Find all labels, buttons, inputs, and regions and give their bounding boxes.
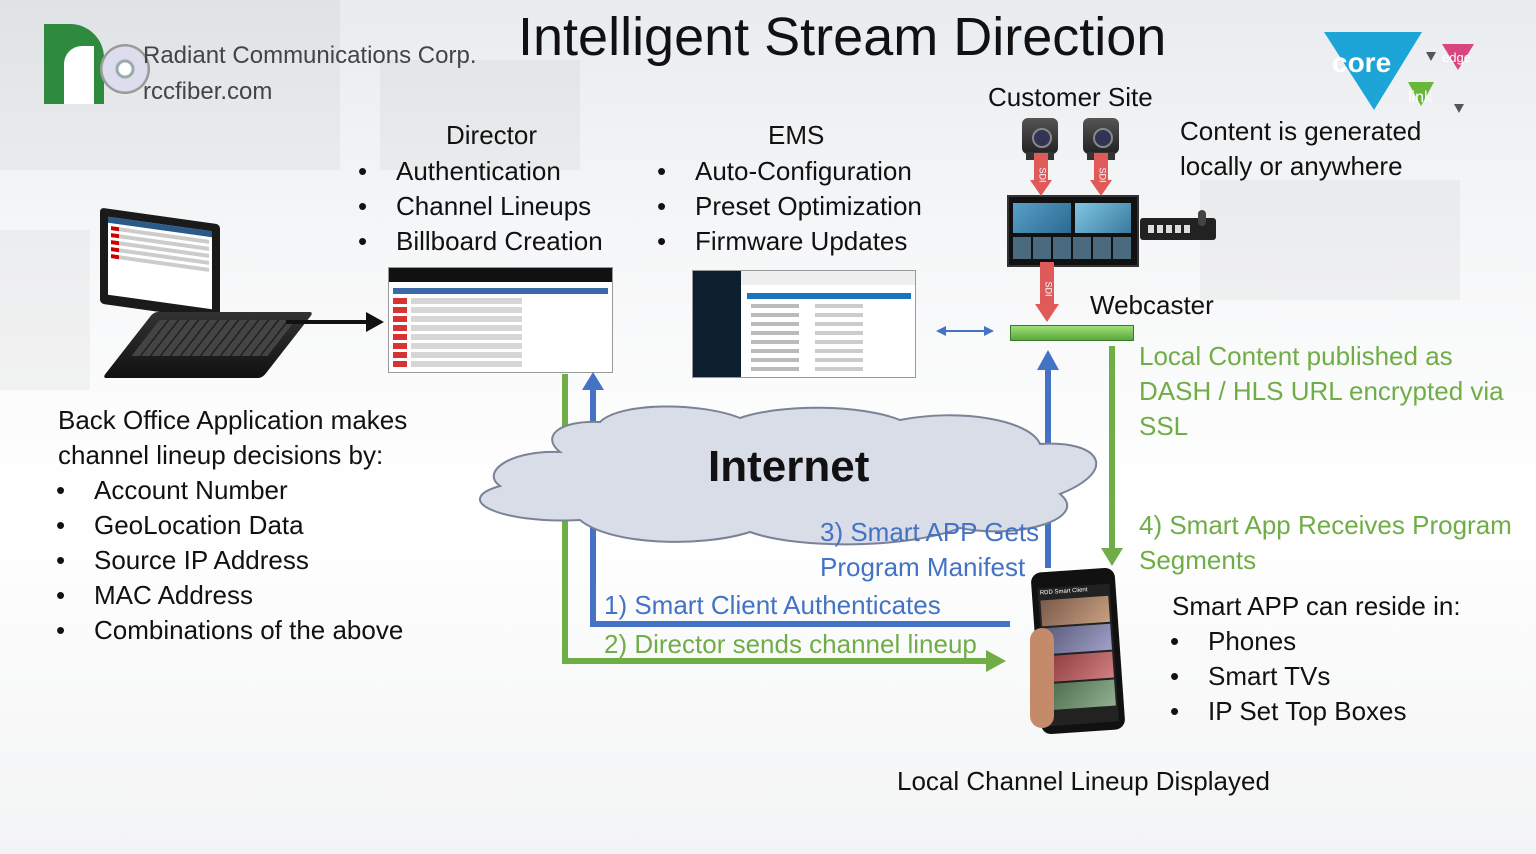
arrow-head bbox=[366, 312, 384, 332]
list-item: Smart TVs bbox=[1170, 659, 1407, 694]
corelink-logo: core edge link bbox=[1322, 22, 1492, 122]
customer-site-note: Content is generated locally or anywhere bbox=[1180, 114, 1421, 184]
webcaster-device bbox=[1010, 325, 1134, 341]
list-item: Authentication bbox=[358, 154, 603, 189]
sdi-arrow bbox=[1034, 153, 1048, 183]
internet-cloud bbox=[478, 405, 1098, 546]
list-item: GeoLocation Data bbox=[56, 508, 403, 543]
local-content-line: DASH / HLS URL encrypted via bbox=[1139, 376, 1504, 406]
step3-line: 3) Smart APP Gets bbox=[820, 517, 1040, 547]
corelink-link-text: link bbox=[1408, 89, 1433, 106]
director-heading: Director bbox=[446, 120, 538, 150]
step3-text: 3) Smart APP Gets Program Manifest bbox=[820, 515, 1039, 585]
smart-app-list: Phones Smart TVs IP Set Top Boxes bbox=[1170, 624, 1407, 729]
list-item: Channel Lineups bbox=[358, 189, 603, 224]
step3-line: Program Manifest bbox=[820, 552, 1026, 582]
footer-caption: Local Channel Lineup Displayed bbox=[897, 766, 1270, 796]
ems-screenshot bbox=[692, 270, 916, 378]
webcaster-label: Webcaster bbox=[1090, 290, 1214, 320]
back-office-list: Account Number GeoLocation Data Source I… bbox=[56, 473, 403, 648]
back-office-line: Back Office Application makes bbox=[58, 405, 408, 435]
corelink-logo-shape: core edge link bbox=[1324, 32, 1474, 113]
step4-text: 4) Smart App Receives Program Segments bbox=[1139, 508, 1512, 578]
sdi-arrow bbox=[1094, 153, 1108, 183]
list-item: MAC Address bbox=[56, 578, 403, 613]
local-content-line: SSL bbox=[1139, 411, 1189, 441]
sdi-label: SDI bbox=[1043, 281, 1054, 297]
step2-text: 2) Director sends channel lineup bbox=[604, 629, 977, 659]
customer-site-heading: Customer Site bbox=[988, 82, 1153, 112]
local-content-line: Local Content published as bbox=[1139, 341, 1453, 371]
list-item: Billboard Creation bbox=[358, 224, 603, 259]
company-url[interactable]: rccfiber.com bbox=[143, 78, 273, 105]
list-item: Auto-Configuration bbox=[657, 154, 922, 189]
back-office-text: Back Office Application makes channel li… bbox=[58, 403, 407, 473]
ems-heading: EMS bbox=[768, 120, 825, 150]
list-item: Combinations of the above bbox=[56, 613, 403, 648]
customer-site-note-line: Content is generated bbox=[1180, 116, 1422, 146]
list-item: Firmware Updates bbox=[657, 224, 922, 259]
smart-app-heading: Smart APP can reside in: bbox=[1172, 591, 1461, 621]
page-title: Intelligent Stream Direction bbox=[518, 7, 1167, 67]
sdi-label: SDI bbox=[1097, 167, 1108, 183]
list-item: Source IP Address bbox=[56, 543, 403, 578]
smartphone-icon: RDD Smart Client bbox=[1030, 567, 1126, 735]
local-content-text: Local Content published as DASH / HLS UR… bbox=[1139, 339, 1504, 444]
company-info: Radiant Communications Corp. rccfiber.co… bbox=[143, 38, 476, 110]
director-screenshot bbox=[388, 267, 613, 373]
rcc-logo: rc bbox=[42, 24, 150, 106]
step4-line: 4) Smart App Receives Program bbox=[1139, 510, 1512, 540]
list-item: Phones bbox=[1170, 624, 1407, 659]
customer-site-note-line: locally or anywhere bbox=[1180, 151, 1403, 181]
ems-list: Auto-Configuration Preset Optimization F… bbox=[657, 154, 922, 259]
switcher-monitor bbox=[1007, 195, 1139, 267]
step1-text: 1) Smart Client Authenticates bbox=[604, 590, 941, 620]
corelink-edge-text: edge bbox=[1442, 50, 1471, 65]
list-item: Preset Optimization bbox=[657, 189, 922, 224]
list-item: Account Number bbox=[56, 473, 403, 508]
director-list: Authentication Channel Lineups Billboard… bbox=[358, 154, 603, 259]
corelink-core-text: core bbox=[1332, 47, 1391, 78]
step4-line: Segments bbox=[1139, 545, 1257, 575]
sdi-arrow bbox=[1040, 262, 1054, 306]
camera-icon bbox=[1022, 118, 1058, 162]
company-name: Radiant Communications Corp. bbox=[143, 42, 477, 69]
sdi-label: SDI bbox=[1037, 167, 1048, 183]
list-item: IP Set Top Boxes bbox=[1170, 694, 1406, 729]
back-office-line: channel lineup decisions by: bbox=[58, 440, 384, 470]
internet-label: Internet bbox=[708, 442, 870, 491]
control-panel bbox=[1140, 210, 1216, 240]
